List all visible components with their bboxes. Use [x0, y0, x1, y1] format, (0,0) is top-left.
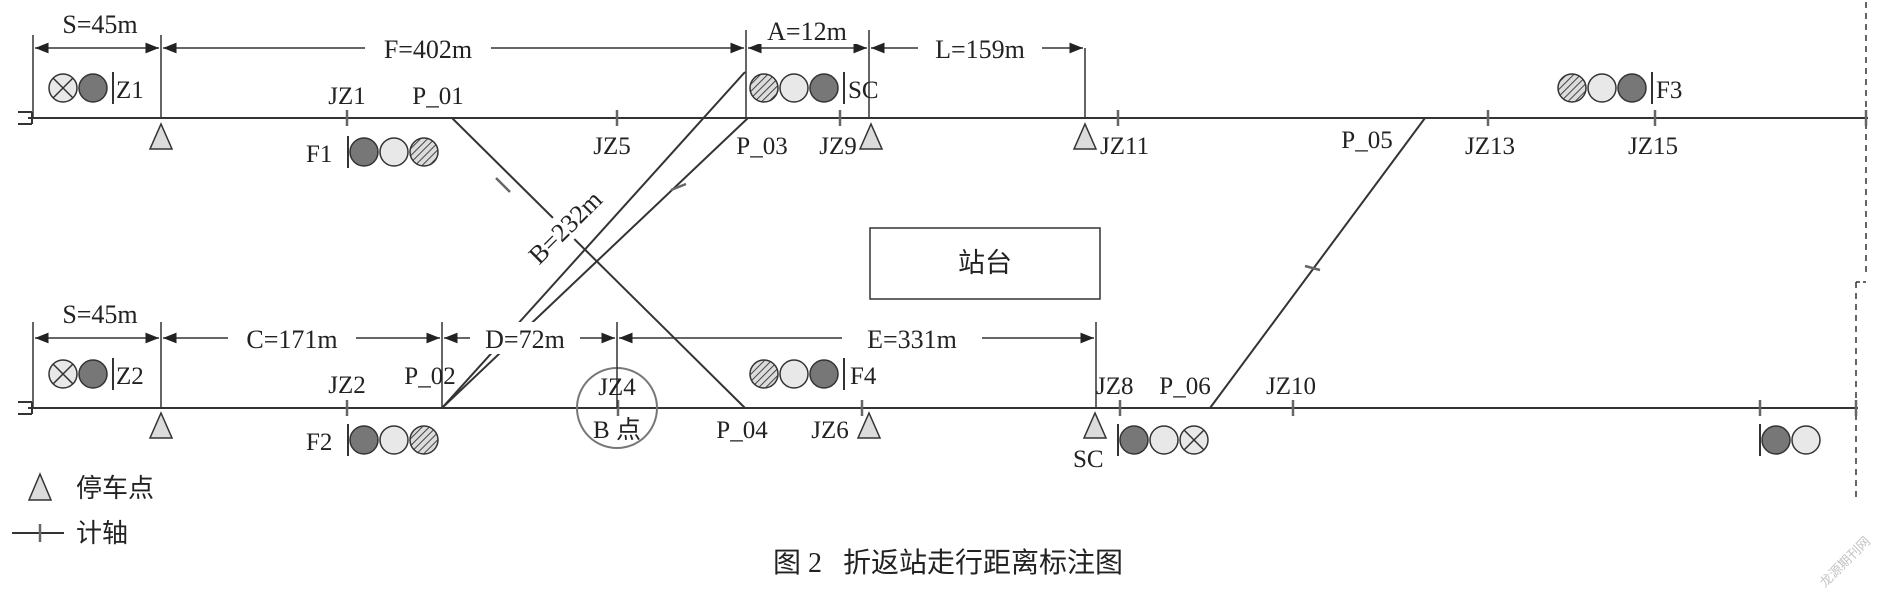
label-z1: Z1 [116, 77, 144, 104]
label-jz1: JZ1 [328, 83, 366, 110]
dimension-s-top: S=45m [62, 10, 137, 39]
label-jz6: JZ6 [811, 417, 849, 444]
label-jz9: JZ9 [819, 133, 857, 160]
signal-z1 [48, 72, 114, 104]
dimension-a: A=12m [767, 17, 847, 46]
label-p01: P_01 [412, 83, 463, 110]
label-p03: P_03 [736, 133, 787, 160]
platform-box [869, 227, 1101, 300]
stop-point-legend-icon [27, 472, 53, 501]
legend-stop-point-label: 停车点 [76, 474, 154, 503]
label-f1: F1 [306, 141, 332, 168]
label-b-point: B 点 [593, 416, 641, 444]
label-jz15: JZ15 [1628, 133, 1678, 160]
crossover-p02-rail-a [441, 71, 746, 409]
label-jz10: JZ10 [1266, 373, 1316, 400]
signal-sc-bottom [1117, 424, 1209, 456]
crossover-p05-p06 [1209, 117, 1426, 409]
station-boundary [1855, 2, 1867, 500]
label-jz4: JZ4 [598, 374, 636, 401]
dimension-e: E=331m [867, 325, 957, 354]
axle-counter-ticks [345, 110, 1868, 416]
legend: 停车点 计轴 [12, 472, 154, 548]
signal-f1 [347, 136, 439, 168]
label-p06: P_06 [1159, 373, 1210, 400]
dimension-b: B=232m [523, 185, 608, 270]
label-jz13: JZ13 [1465, 133, 1515, 160]
bottom-main-track [18, 401, 1858, 415]
crossover-p01-p04 [451, 117, 746, 409]
dimension-l: L=159m [935, 35, 1025, 64]
signal-sc-top [749, 72, 845, 104]
label-p04: P_04 [716, 417, 768, 444]
label-jz2: JZ2 [328, 372, 366, 399]
signal-z2 [48, 358, 114, 390]
label-sc-bottom: SC [1073, 446, 1104, 473]
crossover-p02-rail-b [441, 117, 749, 409]
signal-end [1759, 424, 1821, 456]
dimension-c: C=171m [246, 325, 337, 354]
label-jz5: JZ5 [593, 133, 631, 160]
label-jz8: JZ8 [1096, 373, 1134, 400]
top-main-track [18, 111, 1868, 125]
platform-label: 站台 [958, 248, 1012, 278]
label-p05: P_05 [1341, 127, 1392, 154]
label-jz11: JZ11 [1100, 133, 1149, 160]
signal-f4 [749, 358, 845, 390]
label-f2: F2 [306, 429, 332, 456]
legend-axle-counter-label: 计轴 [76, 519, 128, 548]
label-f3: F3 [1656, 77, 1682, 104]
signal-f3 [1557, 72, 1653, 104]
stop-point-markers [148, 122, 1108, 439]
signal-f2 [347, 424, 439, 456]
dimension-d: D=72m [485, 325, 565, 354]
label-z2: Z2 [116, 363, 144, 390]
figure-caption: 图 2 折返站走行距离标注图 [773, 547, 1123, 579]
watermark: 龙源期刊网 [1817, 534, 1874, 591]
label-f4: F4 [850, 363, 877, 390]
label-p02: P_02 [404, 363, 455, 390]
label-sc-top: SC [848, 77, 879, 104]
dimension-s-bottom: S=45m [62, 300, 137, 329]
dimension-f: F=402m [384, 35, 472, 64]
